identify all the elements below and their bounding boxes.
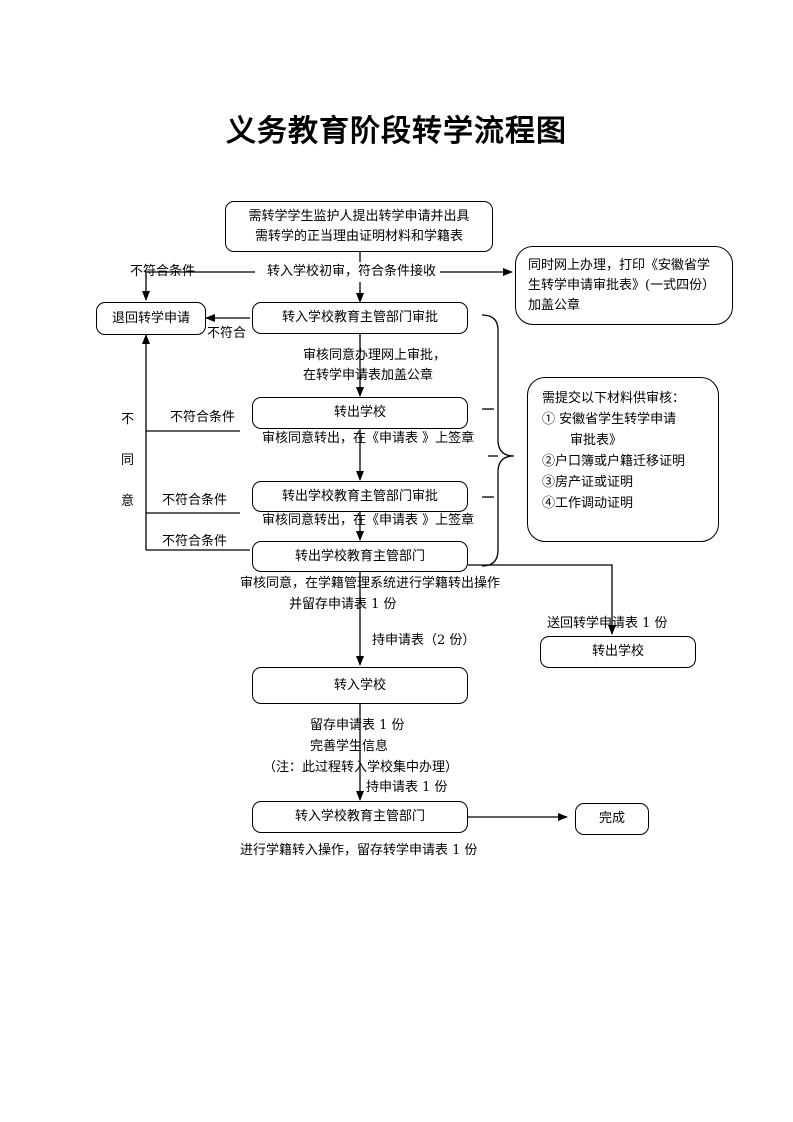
not-meet-label-3: 不符合条件	[162, 534, 228, 549]
materials-item-1-cont: 审批表》	[570, 433, 623, 448]
in-dept-box: 转入学校教育主管部门	[252, 801, 468, 833]
not-meet-label-2: 不符合条件	[162, 493, 228, 508]
send-back-label: 送回转学申请表 1 份	[547, 616, 668, 631]
in-dept-label: 转入学校教育主管部门	[294, 809, 425, 824]
materials-note: 需提交以下材料供审核： ① 安徽省学生转学申请 审批表》 ②户口簿或户籍迁移证明…	[527, 377, 719, 542]
out-school-label: 转出学校	[333, 405, 386, 420]
disagree-char-2: 同	[121, 453, 135, 468]
improve-info-label: 完善学生信息	[310, 739, 389, 754]
in-school-label: 转入学校	[333, 677, 386, 693]
sign-label-2: 审核同意转出，在《申请表 》上签章	[262, 513, 475, 528]
brace	[481, 314, 515, 567]
arrow-to-out-school-right	[468, 564, 616, 635]
return-apply-label: 退回转学申请	[111, 310, 190, 326]
note-label: （注：此过程转入学校集中办理）	[263, 760, 459, 775]
start-line-2: 需转学的正当理由证明材料和学籍表	[254, 228, 463, 244]
not-meet-short-label: 不符合	[207, 326, 247, 341]
sign-label-1: 审核同意转出，在《申请表 》上签章	[262, 431, 475, 446]
materials-item-1: ① 安徽省学生转学申请	[542, 412, 677, 427]
hold-two-label: 持申请表（2 份）	[372, 633, 476, 648]
out-dept-approve-label: 转出学校教育主管部门审批	[281, 488, 438, 504]
materials-item-4: ④工作调动证明	[542, 496, 634, 511]
initial-review-label: 转入学校初审，符合条件接收	[263, 262, 441, 282]
keep-one-label: 留存申请表 1 份	[310, 718, 405, 733]
disagree-char-3: 意	[121, 494, 135, 509]
done-label: 完成	[598, 811, 625, 826]
in-school-box: 转入学校	[252, 667, 468, 704]
in-dept-approve-box: 转入学校教育主管部门审批	[252, 302, 468, 334]
out-dept-label: 转出学校教育主管部门	[294, 548, 425, 564]
approve-online-label-2: 在转学申请表加盖公章	[303, 368, 434, 383]
out-school-box: 转出学校	[252, 397, 468, 429]
arrow-notmeet-top	[142, 271, 255, 301]
start-line-1: 需转学学生监护人提出转学申请并出具	[248, 208, 470, 224]
out-school-right-box: 转出学校	[540, 636, 696, 668]
done-box: 完成	[575, 803, 649, 835]
hold-one-label: 持申请表 1 份	[366, 780, 448, 795]
system-out-label-1: 审核同意，在学籍管理系统进行学籍转出操作	[240, 576, 501, 591]
return-apply-box: 退回转学申请	[96, 302, 206, 335]
online-line-1: 同时网上办理，打印《安徽省学	[528, 257, 711, 273]
final-op-label: 进行学籍转入操作，留存转学申请表 1 份	[240, 843, 478, 858]
approve-online-label-1: 审核同意办理网上审批，	[303, 348, 447, 363]
disagree-char-1: 不	[121, 412, 135, 427]
start-box: 需转学学生监护人提出转学申请并出具 需转学的正当理由证明材料和学籍表	[225, 201, 493, 252]
page-title: 义务教育阶段转学流程图	[226, 114, 567, 149]
in-dept-approve-label: 转入学校教育主管部门审批	[281, 310, 438, 325]
materials-heading: 需提交以下材料供审核：	[542, 391, 686, 406]
system-out-label-2: 并留存申请表 1 份	[289, 597, 397, 612]
online-box: 同时网上办理，打印《安徽省学 生转学申请审批表》(一式四份） 加盖公章	[515, 246, 733, 325]
out-dept-box: 转出学校教育主管部门	[252, 541, 468, 572]
out-school-right-label: 转出学校	[591, 644, 644, 659]
materials-item-3: ③房产证或证明	[542, 475, 634, 490]
not-meet-label-1: 不符合条件	[170, 410, 236, 425]
online-line-2: 生转学申请审批表》(一式四份）	[528, 277, 716, 293]
materials-item-2: ②户口簿或户籍迁移证明	[542, 454, 686, 469]
not-meet-top-label: 不符合条件	[130, 264, 196, 279]
out-dept-approve-box: 转出学校教育主管部门审批	[252, 481, 468, 512]
online-line-3: 加盖公章	[528, 297, 581, 313]
